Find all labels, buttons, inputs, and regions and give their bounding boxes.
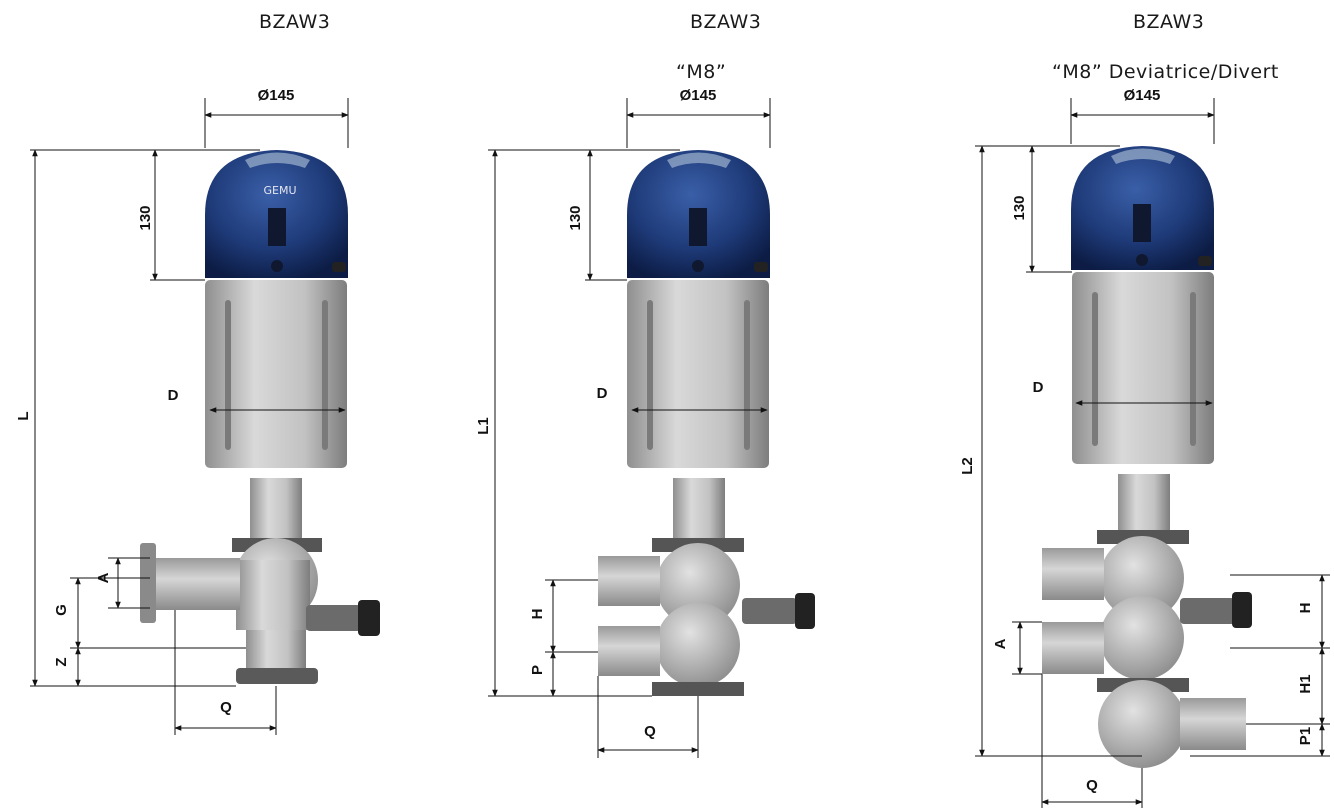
dimensions-view-2 (488, 98, 771, 758)
dim-diameter-3: Ø145 (1124, 87, 1161, 104)
dim-130-3: 130 (1011, 195, 1028, 220)
port-lower-3 (1180, 698, 1246, 750)
port-upper-2 (598, 556, 660, 606)
dim-d-3: D (1033, 379, 1044, 396)
dim-q-1: Q (220, 699, 232, 716)
dim-g: G (53, 604, 70, 616)
dim-d-2: D (597, 385, 608, 402)
dimensions-view-1 (30, 98, 349, 735)
handwheel-3 (1180, 598, 1235, 624)
dim-a-3: A (992, 638, 1009, 649)
brand-logo: GEMU (263, 184, 296, 197)
actuator-head-1: GEMU (205, 150, 348, 278)
handwheel-1 (306, 605, 361, 631)
dim-l: L (15, 411, 32, 420)
dim-diameter-2: Ø145 (680, 87, 717, 104)
view-2-title: BZAW3 (690, 11, 762, 33)
valve-view-3 (1042, 146, 1252, 768)
dim-l1: L1 (475, 417, 492, 435)
dim-h1: H1 (1297, 674, 1314, 693)
actuator-cylinder-1 (205, 280, 347, 468)
handwheel-2 (742, 598, 797, 624)
valve-view-1: GEMU (140, 150, 380, 684)
dim-p: P (529, 665, 546, 675)
valve-view-2 (598, 150, 815, 696)
port-middle-3 (1042, 622, 1104, 674)
dim-130-2: 130 (567, 205, 584, 230)
dim-diameter-1: Ø145 (258, 87, 295, 104)
valve-body-upper-2 (656, 543, 740, 627)
view-2-subtitle: “M8” (676, 61, 727, 83)
actuator-cylinder-3 (1072, 272, 1214, 464)
dim-z: Z (53, 657, 70, 666)
view-3-title: BZAW3 (1133, 11, 1205, 33)
port-lower-2 (598, 626, 660, 676)
valve-body-lower-2 (656, 603, 740, 687)
actuator-cylinder-2 (627, 280, 769, 468)
valve-body-upper-3 (1100, 536, 1184, 620)
port-upper-3 (1042, 548, 1104, 600)
valve-body-lower-3 (1098, 680, 1186, 768)
dim-130-1: 130 (137, 205, 154, 230)
valve-body-middle-3 (1100, 596, 1184, 680)
dim-a-1: A (95, 572, 112, 583)
dim-p1: P1 (1297, 727, 1314, 745)
view-1-title: BZAW3 (259, 11, 331, 33)
dim-l2: L2 (959, 457, 976, 475)
dim-h-3: H (1297, 603, 1314, 614)
dim-h-2: H (529, 609, 546, 620)
dim-q-2: Q (644, 723, 656, 740)
lantern-1 (250, 478, 302, 538)
side-port-1 (150, 558, 240, 610)
dimensions-view-3 (975, 98, 1330, 808)
view-3-subtitle: “M8” Deviatrice/Divert (1052, 61, 1279, 83)
dim-q-3: Q (1086, 777, 1098, 794)
dim-d-1: D (168, 387, 179, 404)
